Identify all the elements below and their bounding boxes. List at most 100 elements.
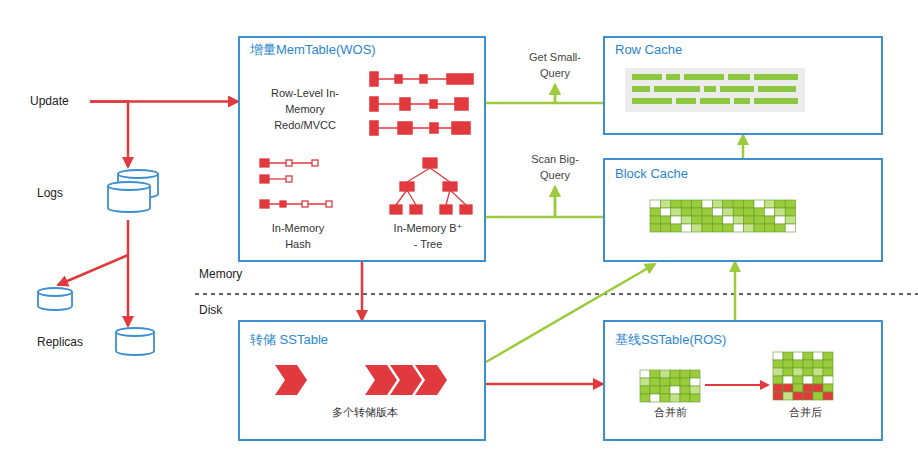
btree <box>400 182 414 191</box>
row-cache-rows <box>704 86 716 92</box>
block-grids <box>660 394 670 402</box>
memtable-box: 增量MemTable(WOS)Row-Level In-Memory Redo/… <box>238 36 486 262</box>
btree <box>410 205 422 214</box>
row-cache-rows <box>632 86 650 92</box>
flow-line <box>555 85 603 103</box>
block-grids <box>785 216 795 224</box>
row-cache-rows <box>754 98 798 104</box>
node-title: 基线SSTable(ROS) <box>615 332 835 348</box>
flow-arrow <box>90 102 128 168</box>
redo-lists <box>370 72 473 135</box>
block-grids <box>754 224 764 232</box>
row-cache-rows <box>700 98 730 104</box>
hash-chains <box>286 160 292 166</box>
redo-lists <box>372 103 460 105</box>
block-grids <box>773 392 783 400</box>
block-grids <box>660 370 670 378</box>
redo-lists <box>452 122 470 134</box>
redo-lists <box>400 98 410 110</box>
block-grids <box>785 224 795 232</box>
block-grids <box>680 378 690 386</box>
block-grids <box>773 352 783 360</box>
hash-chains <box>286 176 292 182</box>
flow-arrow <box>58 220 128 326</box>
redo-lists <box>395 75 402 83</box>
block-grids <box>783 384 793 392</box>
row-cache-rows <box>754 74 798 80</box>
block-grids <box>723 216 733 224</box>
btree <box>396 190 407 205</box>
region-label: Memory <box>197 266 244 282</box>
block-grids <box>640 394 650 402</box>
query-label: Get Small-Query <box>518 48 596 83</box>
block-grids <box>650 224 660 232</box>
block-grids <box>733 208 743 216</box>
hash-chains <box>260 175 269 183</box>
node-title: 增量MemTable(WOS) <box>250 42 470 58</box>
block-grids <box>723 224 733 232</box>
redo-lists <box>370 72 378 86</box>
flow-line <box>734 262 737 320</box>
redo-lists <box>370 121 378 135</box>
block-grids <box>650 208 660 216</box>
block-grids <box>640 200 833 402</box>
sstable-box: 转储 SSTable多个转储版本 <box>238 320 486 441</box>
block-grids <box>773 368 783 376</box>
redo-lists <box>370 97 378 111</box>
block-grids <box>754 216 764 224</box>
block-grids <box>764 208 774 216</box>
block-grids <box>692 200 702 208</box>
block-grids <box>803 368 813 376</box>
storage-cylinders <box>108 182 150 190</box>
redo-lists <box>430 123 438 133</box>
row-cache-rows <box>632 98 672 104</box>
block-grids <box>793 376 803 384</box>
hash-chains <box>268 178 286 179</box>
redo-lists <box>447 74 473 84</box>
block-grids <box>793 368 803 376</box>
block-grids <box>813 392 823 400</box>
btree <box>430 168 450 182</box>
block-grids <box>681 200 691 208</box>
flow-line <box>486 85 555 103</box>
dump-versions <box>365 365 397 395</box>
block-grids <box>723 208 733 216</box>
row-cache-rows <box>734 98 750 104</box>
block-grids <box>670 386 680 394</box>
block-grids <box>650 370 660 378</box>
block-grids <box>712 224 722 232</box>
replica-store: Replicas <box>30 282 165 360</box>
block-grids <box>670 370 680 378</box>
redo-lists <box>455 98 468 110</box>
node-title: Scan Big-Query <box>518 151 592 183</box>
block-grids <box>660 378 670 386</box>
btree <box>440 205 452 214</box>
flow-line <box>90 102 128 168</box>
block-grids <box>813 360 823 368</box>
block-grids <box>793 360 803 368</box>
flow-line <box>555 187 603 217</box>
block-grids <box>650 216 660 224</box>
row-cache-rows <box>684 74 724 80</box>
block-grids <box>690 386 700 394</box>
hash-chains <box>268 203 328 204</box>
block-grids <box>775 200 785 208</box>
block-grids <box>733 200 743 208</box>
block-grids <box>823 384 833 392</box>
btree <box>443 182 457 191</box>
block-grids <box>773 376 783 384</box>
memory-disk-divider <box>195 293 918 295</box>
block-grids <box>671 216 681 224</box>
row-cache-rows <box>632 74 798 104</box>
block-grids <box>783 352 793 360</box>
block-grids <box>823 376 833 384</box>
flow-arrow <box>486 85 555 103</box>
node-title: Get Small-Query <box>518 49 592 81</box>
node-title: Block Cache <box>615 166 835 182</box>
query-label: Scan Big-Query <box>518 150 596 185</box>
sstable-box: 基线SSTable(ROS)合并前合并后 <box>603 320 883 441</box>
block-grids <box>823 392 833 400</box>
block-grids <box>785 208 795 216</box>
flow-line <box>486 264 655 362</box>
